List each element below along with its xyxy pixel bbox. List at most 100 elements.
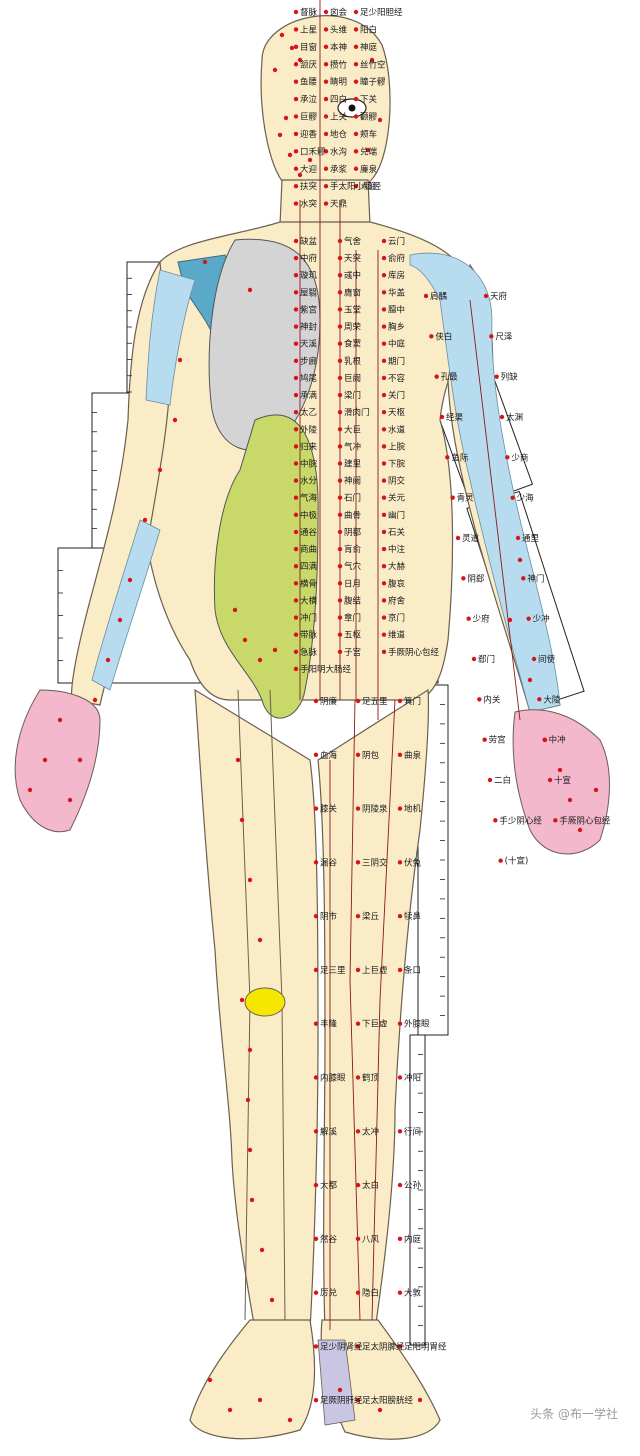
acupoint-dot: [293, 255, 299, 261]
head-point-label: 攒竹: [330, 59, 348, 70]
trunk-point-label: 天枢: [388, 407, 406, 418]
acupoint-dot: [323, 96, 329, 102]
leg-point-label: 伏兔: [404, 857, 422, 868]
acupoint-dot: [381, 649, 387, 654]
leg-point-label: 大都: [320, 1180, 338, 1191]
acupoint-dot: [293, 201, 299, 206]
acupoint-dot: [397, 1344, 403, 1349]
acupoint-dot: [202, 259, 208, 265]
acupoint-dot: [505, 455, 510, 460]
acupoint-dot: [381, 392, 387, 398]
trunk-point-label: 承满: [300, 390, 318, 401]
acupoint-dot: [531, 656, 537, 662]
acupoint-dot: [92, 697, 98, 703]
head-point-label: 迎香: [300, 129, 318, 140]
leg-point-label: 公孙: [404, 1180, 422, 1191]
acupoint-dot: [417, 1397, 423, 1403]
acupoint-dot: [313, 913, 319, 919]
head-point-label: 神庭: [360, 42, 378, 53]
trunk-point-label: 上脘: [388, 441, 406, 452]
arm-point-label: 阴郄: [467, 573, 485, 584]
acupoint-dot: [293, 238, 299, 244]
acupoint-dot: [313, 1129, 319, 1134]
acupoint-dot: [517, 557, 523, 563]
acupoint-dot: [537, 697, 542, 702]
trunk-point-label: 维道: [388, 630, 406, 641]
acupoint-dot: [355, 1290, 361, 1295]
head-point-label: 兑端: [360, 146, 378, 157]
acupoint-dot: [207, 1377, 213, 1383]
trunk-point-label: 缺盆: [300, 236, 318, 247]
leg-point-label: 行间: [404, 1126, 421, 1137]
acupoint-dot: [434, 374, 439, 379]
head-point-label: 水沟: [330, 146, 347, 157]
acupoint-dot: [355, 1021, 361, 1026]
head-point-label: 人迎: [360, 181, 378, 192]
acupoint-dot: [499, 414, 505, 420]
acupoint-dot: [297, 57, 303, 63]
acupoint-dot: [381, 461, 387, 466]
acupoint-dot: [293, 461, 299, 466]
acupoint-dot: [293, 409, 299, 415]
leg-point-label: 阴包: [362, 750, 380, 761]
arm-point-label: 经渠: [446, 412, 464, 423]
leg-point-label: 阴陵泉: [362, 804, 388, 815]
acupoint-dot: [127, 577, 133, 583]
acupoint-dot: [510, 495, 515, 500]
acupoint-dot: [567, 797, 573, 803]
acupoint-dot: [397, 967, 403, 973]
acupoint-dot: [323, 44, 329, 50]
intestines: [213, 414, 319, 719]
trunk-point-label: 横骨: [300, 578, 317, 589]
trunk-point-label: 天突: [344, 253, 362, 264]
acupoint-dot: [293, 495, 299, 500]
trunk-point-label: 幽门: [388, 510, 405, 521]
acupoint-dot: [381, 529, 387, 535]
arm-point-label: 尺泽: [495, 332, 513, 342]
acupoint-dot: [397, 1075, 403, 1080]
acupoint-dot: [27, 787, 33, 793]
leg-point-label: 八风: [362, 1235, 380, 1245]
acupoint-dot: [247, 1047, 253, 1053]
acupoint-dot: [355, 1182, 361, 1188]
acupoint-dot: [293, 79, 299, 84]
upper-arm-meridian: [145, 269, 196, 406]
acupoint-dot: [353, 114, 359, 119]
trunk-point-label: 通谷: [300, 527, 318, 538]
leg-point-label: 解溪: [320, 1126, 338, 1137]
acupoint-dot: [381, 341, 387, 346]
acupoint-dot: [381, 409, 387, 415]
arm-point-label: 少冲: [533, 614, 550, 625]
acupoint-dot: [337, 290, 343, 295]
arm-point-label: 十宣: [554, 775, 571, 786]
head-point-label: 督脉: [300, 7, 318, 18]
acupoint-dot: [323, 166, 329, 171]
arm-point-label: 间使: [538, 654, 556, 665]
acupoint-dot: [355, 1398, 361, 1403]
trunk-point-label: 库房: [388, 270, 405, 281]
acupoint-dot: [423, 293, 429, 299]
right-hand: [512, 709, 610, 855]
acupoint-dot: [247, 1147, 253, 1153]
arm-point-label: 太渊: [506, 412, 523, 423]
anatomy-overlay: [14, 98, 610, 1426]
leg-point-label: 鹤顶: [362, 1073, 380, 1084]
leg-point-label: 地机: [404, 804, 422, 815]
acupoint-dot: [355, 698, 361, 704]
arm-point-label: 神门: [527, 573, 544, 584]
arm-point-label: 劳宫: [489, 735, 506, 746]
acupoint-dot: [381, 598, 387, 603]
trunk-point-label: 阴都: [344, 528, 362, 538]
head-point-label: 四白: [330, 94, 347, 105]
acupoint-dot: [293, 273, 299, 278]
leg-point-label: 足三里: [320, 966, 346, 976]
arm-point-label: 少海: [517, 493, 535, 504]
acupoint-dot: [487, 777, 493, 783]
acupoint-dot: [293, 341, 299, 346]
acupoint-dot: [287, 1417, 293, 1423]
acupoint-dot: [293, 581, 299, 586]
acupoint-dot: [397, 1236, 403, 1242]
leg-point-label: 内膝眼: [320, 1073, 346, 1084]
acupoint-dot: [461, 576, 466, 581]
leg-point-label: 阴廉: [320, 696, 338, 707]
